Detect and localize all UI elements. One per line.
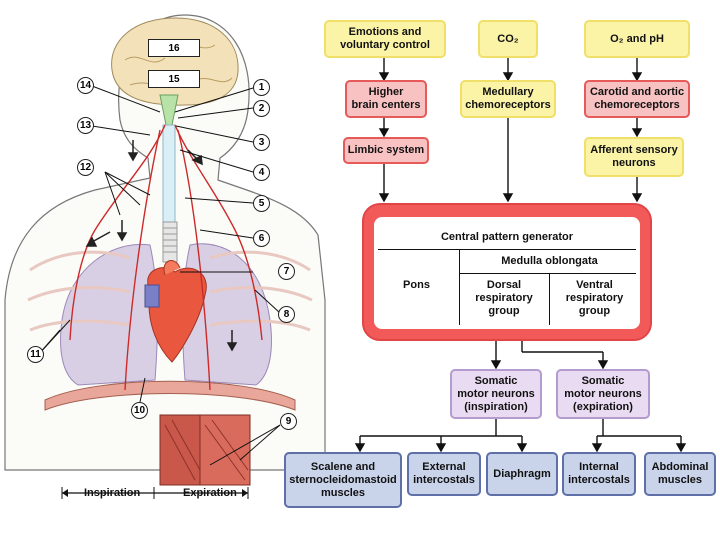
afferent-sensory-box: Afferent sensory neurons bbox=[584, 137, 684, 177]
marker-11: 11 bbox=[27, 346, 44, 363]
marker-8: 8 bbox=[278, 306, 295, 323]
abdominal-muscles bbox=[159, 414, 251, 486]
marker-7: 7 bbox=[278, 263, 295, 280]
inspiration-label: Inspiration bbox=[84, 487, 141, 499]
medulla-divider bbox=[459, 273, 636, 274]
marker-13: 13 bbox=[77, 117, 94, 134]
ventral-respiratory-group-label: Ventral respiratory group bbox=[565, 279, 624, 317]
motor-neurons-inspiration-box: Somatic motor neurons (inspiration) bbox=[450, 369, 542, 419]
dorsal-respiratory-group-label: Dorsal respiratory group bbox=[475, 279, 533, 317]
limbic-system-box: Limbic system bbox=[343, 137, 429, 164]
external-intercostals-box: External intercostals bbox=[407, 452, 481, 496]
marker-2: 2 bbox=[253, 100, 270, 117]
cpg-divider bbox=[378, 249, 636, 250]
marker-4: 4 bbox=[253, 164, 270, 181]
marker-1: 1 bbox=[253, 79, 270, 96]
marker-14: 14 bbox=[77, 77, 94, 94]
cpg-title: Central pattern generator bbox=[440, 231, 574, 243]
expiration-label: Expiration bbox=[183, 487, 237, 499]
marker-15: 15 bbox=[148, 70, 200, 88]
motor-neurons-expiration-box: Somatic motor neurons (expiration) bbox=[556, 369, 650, 419]
abdominal-muscles-box: Abdominal muscles bbox=[644, 452, 716, 496]
respiratory-anatomy-illustration bbox=[4, 14, 326, 499]
marker-16: 16 bbox=[148, 39, 200, 57]
dorsal-ventral-divider bbox=[549, 273, 550, 325]
higher-brain-centers-box: Higher brain centers bbox=[345, 80, 427, 118]
emotions-box: Emotions and voluntary control bbox=[324, 20, 446, 58]
co2-box: CO₂ bbox=[478, 20, 538, 58]
central-pattern-generator: Central pattern generator Medulla oblong… bbox=[362, 203, 652, 341]
internal-intercostals-box: Internal intercostals bbox=[562, 452, 636, 496]
trachea bbox=[162, 221, 178, 263]
scalene-muscles-box: Scalene and sternocleidomastoid muscles bbox=[284, 452, 402, 508]
medulla-divider-vertical bbox=[459, 249, 460, 325]
medullary-chemoreceptors-box: Medullary chemoreceptors bbox=[460, 80, 556, 118]
diaphragm bbox=[44, 380, 296, 411]
marker-3: 3 bbox=[253, 134, 270, 151]
carotid-aortic-box: Carotid and aortic chemoreceptors bbox=[584, 80, 690, 118]
marker-12: 12 bbox=[77, 159, 94, 176]
marker-9: 9 bbox=[280, 413, 297, 430]
cpg-panel: Central pattern generator Medulla oblong… bbox=[374, 217, 640, 329]
marker-6: 6 bbox=[253, 230, 270, 247]
marker-5: 5 bbox=[253, 195, 270, 212]
o2-ph-box: O₂ and pH bbox=[584, 20, 690, 58]
pons-label: Pons bbox=[403, 279, 430, 291]
medulla-oblongata-label: Medulla oblongata bbox=[501, 255, 598, 267]
diaphragm-box: Diaphragm bbox=[486, 452, 558, 496]
marker-10: 10 bbox=[131, 402, 148, 419]
